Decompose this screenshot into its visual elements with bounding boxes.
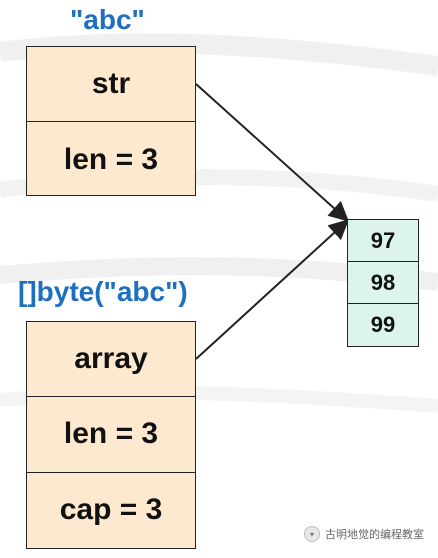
slice-len-field: len = 3 bbox=[27, 397, 195, 473]
slice-array-field: array bbox=[27, 322, 195, 398]
string-len-field: len = 3 bbox=[63, 142, 159, 176]
array-cell-2: 99 bbox=[370, 312, 396, 337]
byte-slice-title: []byte("abc") bbox=[18, 276, 188, 307]
wechat-icon: ✦ bbox=[304, 526, 320, 542]
watermark: ✦ 古明地觉的编程教室 bbox=[304, 526, 424, 542]
watermark-text: 古明地觉的编程教室 bbox=[325, 529, 424, 541]
slice-header-box: array len = 3 cap = 3 bbox=[26, 321, 196, 549]
string-literal-title: "abc" bbox=[70, 4, 145, 35]
string-header-box: str len = 3 bbox=[26, 46, 196, 196]
string-str-field: str bbox=[27, 47, 195, 122]
slice-cap-field: cap = 3 bbox=[59, 493, 163, 527]
array-cell-1: 98 bbox=[348, 262, 418, 304]
array-cell-0: 97 bbox=[348, 220, 418, 262]
backing-array: 97 98 99 bbox=[347, 219, 419, 347]
